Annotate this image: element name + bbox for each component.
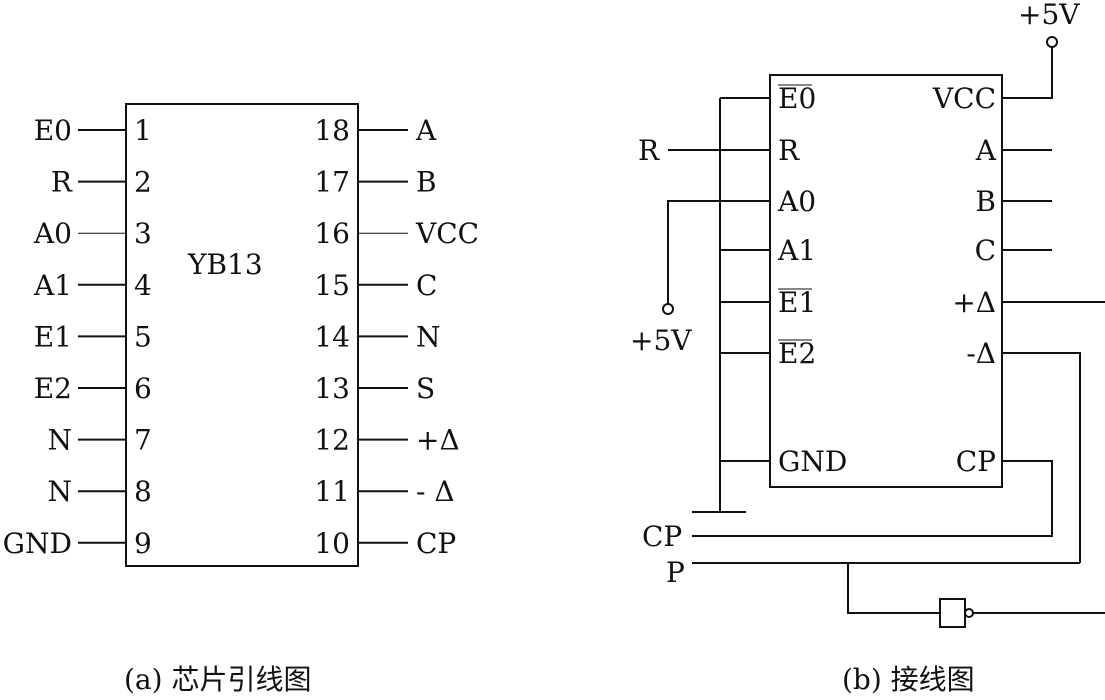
chip-a-pin-num-right-12: 12 [314, 424, 350, 457]
chip-a-pin-label-right-12: +Δ [416, 424, 460, 457]
chip-b-label-left-e2: E2 [778, 337, 816, 370]
chip-a-pin-label-right-15: C [416, 269, 437, 302]
chip-a-pin-label-left-5: E1 [34, 320, 72, 353]
chip-b-label-right-0: VCC [932, 82, 996, 115]
chip-a-pin-label-right-10: CP [416, 527, 456, 560]
chip-b-label-left-a0: A0 [777, 185, 816, 218]
supply-label-left: +5V [630, 324, 692, 357]
chip-b-body [769, 74, 1003, 488]
supply-label-top: +5V [1018, 0, 1080, 31]
wire-minus-delta [1002, 352, 1081, 563]
chip-a-pin-label-right-13: S [416, 372, 435, 405]
chip-a-pin-num-left-9: 9 [134, 527, 152, 560]
wire-p-branch [847, 563, 940, 614]
chip-b-label-left-gnd: GND [778, 445, 847, 478]
chip-a-pin-num-left-1: 1 [134, 114, 152, 147]
chip-a-pin-num-right-16: 16 [314, 217, 350, 250]
chip-a-name: YB13 [187, 248, 263, 281]
chip-a-pin-num-left-5: 5 [134, 320, 152, 353]
chip-a-pin-label-left-2: R [51, 166, 73, 199]
chip-a-body [125, 103, 359, 567]
chip-b-label-left-e1: E1 [778, 286, 816, 319]
chip-b-label-right-5: -Δ [966, 337, 996, 370]
chip-a-pin-num-left-2: 2 [134, 166, 152, 199]
input-label-r: R [638, 134, 660, 167]
chip-a-pin-num-right-13: 13 [314, 372, 350, 405]
supply-terminal-top [1046, 36, 1058, 48]
chip-b-label-left-a1: A1 [777, 234, 816, 267]
chip-a-pin-num-right-17: 17 [314, 166, 350, 199]
chip-a-pin-label-left-1: E0 [34, 114, 72, 147]
chip-b-label-left-e0: E0 [778, 82, 816, 115]
chip-a-pin-label-right-14: N [416, 320, 441, 353]
chip-a-pin-num-left-7: 7 [134, 424, 152, 457]
chip-a-pin-num-right-14: 14 [314, 320, 350, 353]
inverter-bubble [964, 608, 974, 618]
chip-a-pin-num-right-10: 10 [314, 527, 350, 560]
chip-a-pin-num-left-4: 4 [134, 269, 152, 302]
chip-a-pin-num-left-3: 3 [134, 217, 152, 250]
chip-a-pin-label-left-4: A1 [33, 269, 72, 302]
chip-a-pin-num-left-8: 8 [134, 475, 152, 508]
chip-a-pin-label-left-6: E2 [34, 372, 72, 405]
chip-a-pin-label-left-7: N [48, 424, 73, 457]
wire-cp [692, 460, 1053, 537]
chip-b-label-right-2: B [975, 185, 996, 218]
input-label-cp: CP [642, 520, 682, 553]
chip-a-pin-label-right-16: VCC [415, 217, 479, 250]
caption-a: (a) 芯片引线图 [124, 663, 311, 695]
chip-a-pin-num-right-11: 11 [314, 475, 350, 508]
chip-a-pin-label-left-9: GND [3, 527, 72, 560]
chip-b-label-right-1: A [975, 134, 997, 167]
chip-b-label-right-4: +Δ [952, 286, 996, 319]
chip-b-label-left-r: R [778, 134, 800, 167]
chip-b-label-right-3: C [975, 234, 996, 267]
chip-a-pin-num-right-15: 15 [314, 269, 350, 302]
chip-b-label-right-6: CP [956, 445, 996, 478]
supply-terminal-left [662, 303, 674, 315]
inverter-gate [939, 598, 966, 628]
chip-a-pin-num-left-6: 6 [134, 372, 152, 405]
wire-a0 [667, 200, 770, 304]
chip-a-right-pins: 18 A 17 B 16 VCC 15 C 14 N 13 S 12 +Δ 11 - Δ 10 CP [314, 114, 479, 560]
chip-a-pin-label-right-18: A [415, 114, 437, 147]
chip-a-pin-label-left-3: A0 [33, 217, 72, 250]
chip-a-pin-num-right-18: 18 [314, 114, 350, 147]
chip-b-right-labels: VCC ABC +Δ -Δ CP [932, 82, 997, 478]
caption-b: (b) 接线图 [842, 663, 975, 695]
chip-a-pin-label-right-11: - Δ [416, 475, 455, 508]
input-label-p: P [666, 556, 685, 589]
chip-a-pin-label-left-8: N [48, 475, 73, 508]
wire-vcc [1002, 47, 1053, 99]
chip-a-pin-label-right-17: B [416, 166, 437, 199]
